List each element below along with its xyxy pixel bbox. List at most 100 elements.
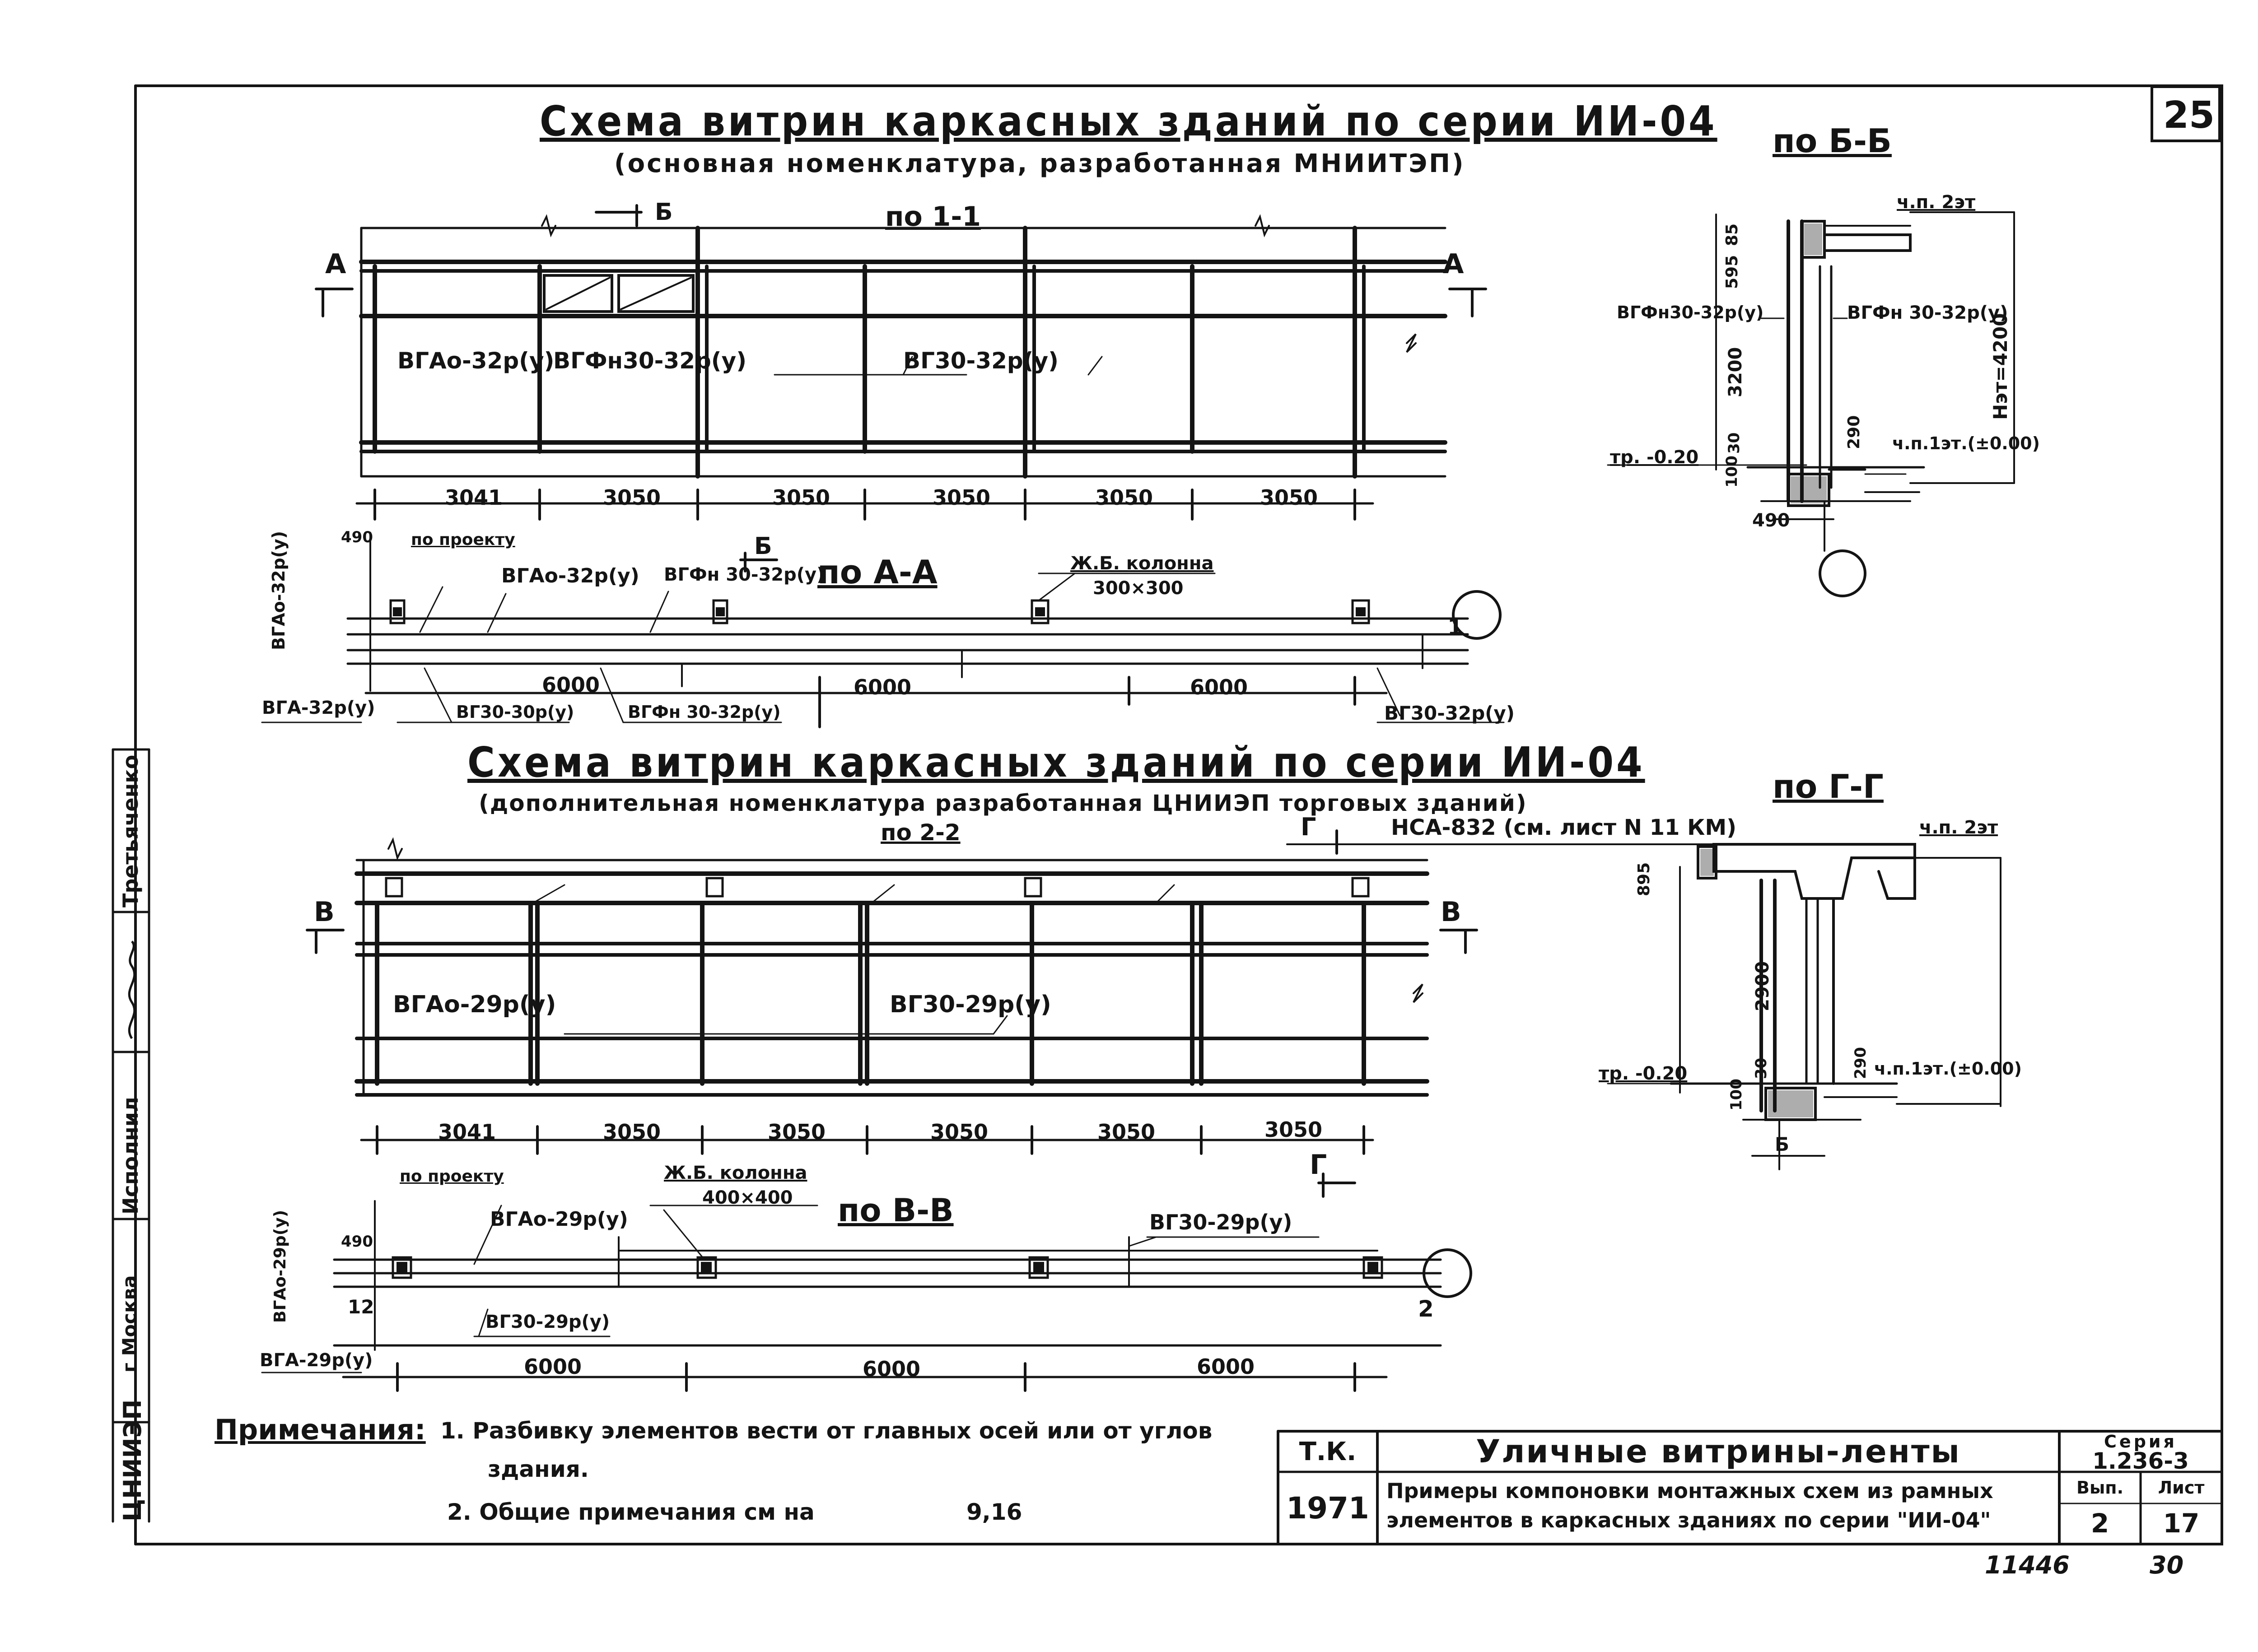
section-bb-ground: тр. -0.20	[1610, 447, 1699, 468]
section-bb-linework	[1607, 211, 2015, 597]
plan-aa-dim-3: 6000	[1190, 675, 1248, 699]
plan-vv-dim-3: 6000	[1197, 1354, 1255, 1379]
bottom-scheme-subtitle: (дополнительная номенклатура разработанн…	[479, 790, 1527, 816]
bottom-dim-5: 3050	[1097, 1120, 1156, 1144]
stamp-city: г Москва	[118, 1275, 140, 1373]
plan-aa-left-bottom-label: ВГА-32р(у)	[262, 698, 375, 718]
section-bb-dim-85: 85	[1723, 223, 1741, 246]
top-elevation-frame	[315, 204, 1487, 521]
tb-vyp-value: 2	[2090, 1508, 2109, 1539]
top-panel-label-2: ВГФн30-32р(у)	[553, 348, 747, 374]
top-scheme-subtitle: (основная номенклатура, разработанная МН…	[614, 149, 1465, 178]
plan-aa-left-vertical-label: ВГАо-32р(у)	[269, 531, 289, 650]
section-bb-dim-595: 595	[1723, 255, 1741, 289]
plan-vv-label-bottom-1: ВГ30-29р(у)	[485, 1312, 610, 1332]
section-bb-dim-490: 490	[1752, 510, 1790, 531]
top-panel-label-1: ВГАо-32р(у)	[397, 348, 555, 374]
tb-series-value: 1.236-3	[2092, 1448, 2189, 1474]
section-gg-dim-2900: 2900	[1752, 961, 1773, 1011]
notes-item-1: 1. Разбивку элементов вести от главных о…	[440, 1418, 1213, 1444]
stamp-org: ЦНИИЭП	[118, 1399, 147, 1522]
hatch-marks	[393, 223, 1827, 1273]
notes-item-2: 2. Общие примечания см на	[447, 1499, 815, 1525]
stamp-name: Третьяченко	[118, 754, 143, 907]
bottom-cut-marker-bottom: Г	[1310, 1149, 1327, 1181]
plan-aa-label-top-2: ВГФн 30-32р(у)	[664, 564, 825, 585]
plan-aa-column-size: 300×300	[1093, 578, 1184, 599]
plan-aa-linework	[261, 532, 1505, 728]
bottom-dim-4: 3050	[930, 1120, 989, 1144]
plan-aa-column-note: Ж.Б. колонна	[1070, 553, 1214, 574]
signature-mark	[128, 940, 136, 1039]
plan-aa-label-bottom-1: ВГ30-30р(у)	[456, 702, 574, 722]
top-panel-label-3: ВГ30-32р(у)	[903, 348, 1059, 374]
plan-vv-column-note: Ж.Б. колонна	[664, 1163, 807, 1183]
plan-vv-dim-2: 6000	[863, 1357, 921, 1381]
bottom-elevation-frame	[306, 829, 1726, 1198]
plan-aa-by-project: по проекту	[411, 531, 515, 549]
top-dim-2: 3050	[603, 485, 661, 510]
tb-series-label: Серия	[2104, 1431, 2177, 1452]
bottom-panel-label-2: ВГ30-29р(у)	[890, 991, 1051, 1018]
plan-vv-title: по В-В	[838, 1192, 954, 1229]
top-dim-3: 3050	[772, 485, 830, 510]
plan-vv-small-dim: 12	[348, 1296, 374, 1318]
top-cut-marker: Б	[655, 199, 673, 226]
bottom-section-cut-label: по 2-2	[881, 819, 961, 846]
section-bb-dim-290: 290	[1845, 415, 1863, 449]
axis-1-circle	[1452, 590, 1502, 640]
notes-heading: Примечания:	[215, 1413, 426, 1446]
tb-vyp-label: Вып.	[2076, 1478, 2124, 1498]
tb-desc-line1: Примеры компоновки монтажных схем из рам…	[1386, 1479, 1993, 1503]
tb-list-value: 17	[2163, 1508, 2200, 1539]
tb-tk: Т.К.	[1299, 1437, 1357, 1466]
bottom-dim-2: 3050	[603, 1120, 661, 1144]
tb-main-title: Уличные витрины-ленты	[1476, 1433, 1961, 1470]
plan-aa-cut-marker: Б	[754, 533, 772, 560]
top-scheme-title: Схема витрин каркасных зданий по серии И…	[540, 97, 1717, 145]
sheet-number-box	[2151, 85, 2221, 142]
section-bb-label-right: ВГФн 30-32р(у)	[1847, 302, 2008, 323]
section-gg-dim-100: 100	[1727, 1079, 1745, 1111]
section-bb-floor1: ч.п.1эт.(±0.00)	[1892, 433, 2040, 453]
section-bb-dim-30: 30	[1725, 432, 1743, 454]
section-gg-title: по Г-Г	[1773, 768, 1884, 805]
tb-list-label: Лист	[2158, 1478, 2205, 1498]
section-gg-linework	[1607, 843, 2001, 1170]
plan-aa-title: по А-А	[817, 553, 938, 591]
section-gg-dim-b: Б	[1775, 1133, 1790, 1155]
top-dim-4: 3050	[933, 485, 991, 510]
plan-vv-left-bottom-label: ВГА-29р(у)	[260, 1350, 373, 1371]
bottom-side-marker-left: В	[314, 896, 335, 928]
title-block-lines	[112, 748, 2223, 1545]
tb-desc-line2: элементов в каркасных зданиях по серии "…	[1386, 1508, 1991, 1532]
bottom-panel-label-1: ВГАо-29р(у)	[393, 991, 556, 1018]
plan-aa-dim-490: 490	[341, 528, 373, 546]
bottom-beam-note: НСА-832 (см. лист N 11 КМ)	[1391, 815, 1737, 840]
section-gg-ground: тр. -0.20	[1599, 1063, 1688, 1084]
top-dim-1: 3041	[445, 485, 503, 510]
section-bb-dim-3200: 3200	[1725, 347, 1746, 397]
plan-vv-left-vertical-label: ВГАо-29р(у)	[271, 1210, 289, 1323]
notes-item-2-ref: 9,16	[966, 1499, 1022, 1525]
plan-aa-dim-1: 6000	[542, 673, 600, 697]
plan-vv-label-top-2: ВГ30-29р(у)	[1149, 1210, 1292, 1234]
sheet-frame	[134, 84, 2223, 1545]
plan-vv-label-top-1: ВГАо-29р(у)	[490, 1208, 628, 1231]
plan-vv-dim-490: 490	[341, 1233, 373, 1251]
bottom-scheme-title: Схема витрин каркасных зданий по серии И…	[467, 738, 1645, 786]
bottom-page: 30	[2150, 1551, 2184, 1579]
plan-aa-axis-number: 1	[1447, 614, 1463, 640]
top-dim-6: 3050	[1260, 485, 1318, 510]
section-bb-height-total: Нэт=4200	[1989, 313, 2011, 420]
top-side-marker-left: А	[325, 248, 346, 280]
top-side-marker-right: А	[1443, 248, 1464, 280]
bottom-code: 11446	[1985, 1551, 2070, 1579]
top-section-cut-label: по 1-1	[885, 201, 981, 233]
bottom-dim-6: 3050	[1264, 1117, 1323, 1142]
axis-2-circle	[1423, 1248, 1472, 1298]
plan-aa-label-bottom-2: ВГФн 30-32р(у)	[628, 702, 781, 722]
section-bb-title: по Б-Б	[1773, 122, 1892, 160]
plan-vv-axis-number: 2	[1418, 1296, 1434, 1322]
